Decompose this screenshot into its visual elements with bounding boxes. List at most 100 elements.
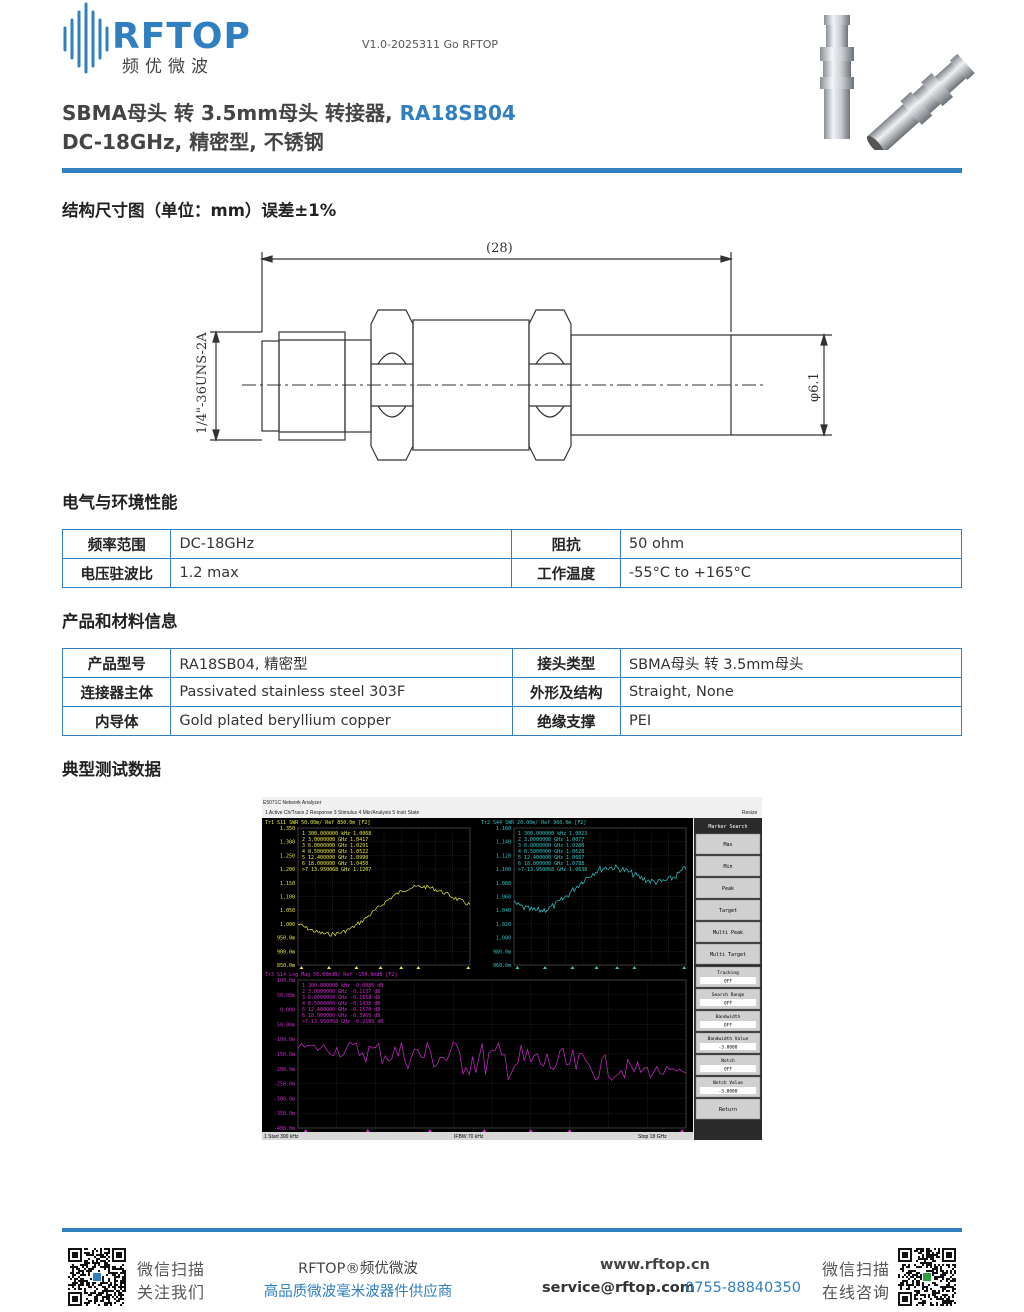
qr-module [84, 1268, 86, 1270]
qr-module [78, 1268, 80, 1270]
vna-side-setting-label: Bandwidth Value [708, 1036, 749, 1042]
footer-email[interactable]: service@rftop.com [542, 1280, 695, 1296]
qr-module [98, 1270, 100, 1272]
tr3-marker-readout: 4 8.5000000 GHz -0.1435 dB [302, 1001, 380, 1007]
qr-module [114, 1274, 116, 1276]
footer-follow-us: 关注我们 [137, 1283, 206, 1302]
qr-module [88, 1268, 90, 1270]
qr-module [902, 1264, 904, 1266]
qr-module [108, 1280, 110, 1282]
qr-module [106, 1290, 108, 1292]
qr-module [88, 1270, 90, 1272]
qr-module [908, 1266, 910, 1268]
qr-module [124, 1276, 126, 1278]
tr1-y-tick: 1.000 [280, 922, 295, 928]
qr-module [932, 1268, 934, 1270]
qr-module [122, 1280, 124, 1282]
qr-module [84, 1292, 86, 1294]
qr-module [914, 1278, 916, 1280]
qr-module [124, 1284, 126, 1286]
qr-module [954, 1278, 956, 1280]
qr-module [924, 1262, 926, 1264]
qr-module [108, 1272, 110, 1274]
qr-module [926, 1286, 928, 1288]
qr-module [102, 1300, 104, 1302]
qr-module [908, 1288, 910, 1290]
qr-module [922, 1286, 924, 1288]
qr-module [96, 1298, 98, 1300]
vna-screenshot: E5071C Network Analyzer 1 Active Ch/Trac… [262, 797, 762, 1140]
qr-module [106, 1258, 108, 1260]
tr2-marker-triangle [615, 966, 620, 969]
qr-module [952, 1296, 954, 1298]
qr-module [926, 1258, 928, 1260]
qr-module [78, 1284, 80, 1286]
vna-return-button [695, 1098, 761, 1120]
qr-module [952, 1278, 954, 1280]
qr-module [124, 1270, 126, 1272]
tr2-marker-triangle [515, 966, 520, 969]
qr-module [908, 1264, 910, 1266]
qr-module [940, 1274, 942, 1276]
qr-module [946, 1302, 948, 1304]
footer-slogan: 高品质微波毫米波器件供应商 [263, 1284, 453, 1300]
qr-module [938, 1248, 940, 1250]
vna-status-start: 1 Start 300 kHz [264, 1134, 299, 1140]
qr-module [934, 1284, 936, 1286]
cell-label: 阻抗 [511, 529, 621, 559]
qr-module [942, 1278, 944, 1280]
qr-module [104, 1268, 106, 1270]
vna-side-button-label: Multi Peak [713, 930, 743, 936]
qr-module [946, 1286, 948, 1288]
qr-module [906, 1280, 908, 1282]
qr-module [948, 1282, 950, 1284]
qr-module [82, 1270, 84, 1272]
qr-module [946, 1264, 948, 1266]
qr-module [86, 1260, 88, 1262]
qr-module [78, 1276, 80, 1278]
qr-module [954, 1284, 956, 1286]
qr-module [932, 1294, 934, 1296]
qr-module [102, 1298, 104, 1300]
qr-module [942, 1300, 944, 1302]
tr3-y-tick: 0.000 [280, 1008, 295, 1014]
qr-module [952, 1288, 954, 1290]
qr-module [124, 1272, 126, 1274]
qr-module [106, 1248, 108, 1250]
length-label: (28) [486, 241, 513, 256]
qr-module [84, 1288, 86, 1290]
qr-module [946, 1252, 952, 1258]
vna-status-ifbw: IFBW 70 kHz [454, 1134, 484, 1140]
qr-module [936, 1284, 938, 1286]
qr-module [124, 1290, 126, 1292]
footer-website[interactable]: www.rftop.cn [600, 1257, 710, 1273]
qr-module [108, 1252, 110, 1254]
qr-module [102, 1282, 104, 1284]
qr-module [932, 1260, 934, 1262]
qr-module [116, 1290, 118, 1292]
qr-module [932, 1258, 934, 1260]
qr-module [942, 1270, 944, 1272]
qr-module [100, 1254, 102, 1256]
qr-module [942, 1288, 944, 1290]
qr-module [918, 1266, 920, 1268]
qr-module [918, 1252, 920, 1254]
qr-module [946, 1304, 948, 1306]
vna-side-button [695, 855, 761, 877]
qr-module [942, 1264, 944, 1266]
qr-module [82, 1274, 84, 1276]
tr1-marker-readout: 3 6.0000000 GHz 1.0291 [302, 843, 368, 849]
qr-module [940, 1270, 942, 1272]
qr-module [68, 1276, 70, 1278]
qr-module [920, 1262, 922, 1264]
qr-module [122, 1276, 124, 1278]
qr-module [900, 1288, 902, 1290]
qr-module [86, 1282, 88, 1284]
qr-module [940, 1298, 942, 1300]
qr-module [106, 1274, 108, 1276]
qr-module [914, 1296, 916, 1298]
qr-module [92, 1262, 94, 1264]
qr-module [932, 1274, 934, 1276]
tr2-marker-triangle [682, 966, 687, 969]
qr-module [910, 1270, 912, 1272]
